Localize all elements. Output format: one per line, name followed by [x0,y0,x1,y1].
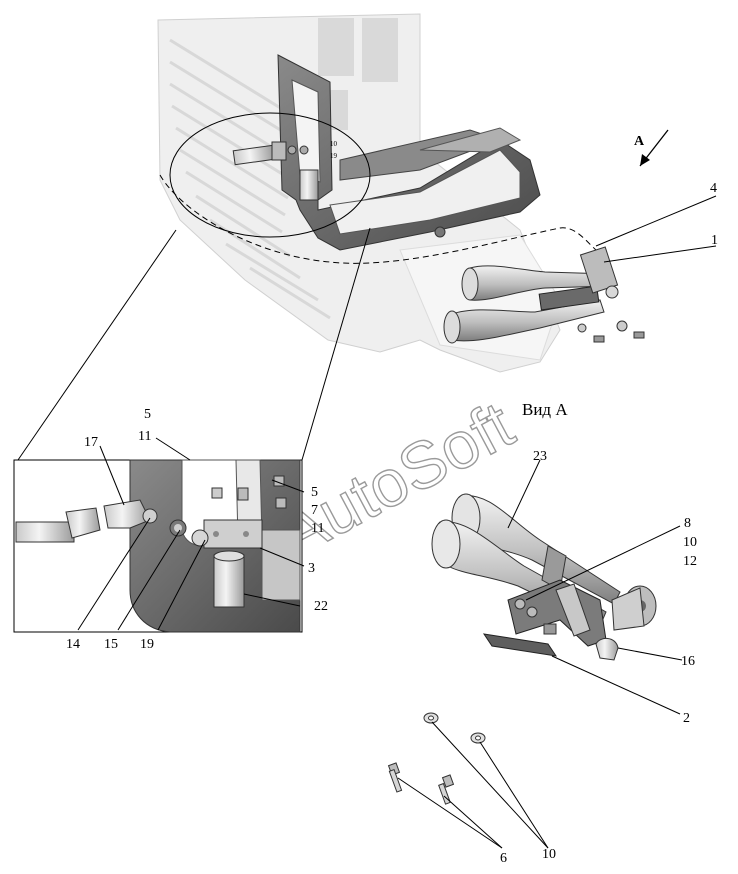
callout-8: 8 [684,516,691,531]
detail-inset: 17 5 11 5 7 11 3 22 14 15 19 [13,227,371,652]
hardware-leaders [397,721,549,849]
hose-route-dashed [159,174,597,264]
leader-1 [603,245,717,263]
view-a-assembly: 23 8 10 12 16 2 [431,449,697,726]
callout-14: 14 [66,637,80,652]
callout-10-bottom: 10 [542,847,556,862]
elbow-fitting [103,499,151,529]
callout-6: 6 [500,851,507,866]
inset-leader-bottom [301,227,371,461]
callout-4: 4 [710,181,717,196]
callout-5-inset: 5 [311,485,318,500]
callout-7: 7 [311,503,318,518]
tiny-label-b: 19 [330,152,338,160]
mounting-bracket [277,54,541,251]
hose-pipe [15,521,75,543]
callout-16: 16 [681,654,695,669]
view-arrow: A [634,129,669,167]
view-arrow-label: A [634,134,645,149]
inset-leader-top [17,229,177,461]
callout-10-view: 10 [683,535,697,550]
leader-4 [595,195,717,247]
loose-hardware: 6 10 [387,712,556,866]
detail-circle [169,112,371,238]
valve-cylinder [213,554,245,608]
tiny-label-a: 10 [330,140,338,148]
cab-overview: 10 19 A 4 1 [157,13,718,373]
hose-nut [65,507,101,539]
view-title: Вид А [522,400,568,419]
callout-12: 12 [683,554,697,569]
installed-horns [443,246,645,344]
callout-1: 1 [711,233,718,248]
bolt-1 [387,762,403,793]
callout-17: 17 [84,435,98,450]
callout-11-inset: 11 [311,521,324,536]
callout-22: 22 [314,599,328,614]
callout-5-top: 5 [144,407,151,422]
callout-3: 3 [308,561,315,576]
rubber-pad [482,633,558,657]
callout-23: 23 [533,449,547,464]
callout-15: 15 [104,637,118,652]
bolt-2 [438,774,455,805]
inset-leaders [77,437,305,631]
view-a-leaders [507,459,683,715]
callout-19: 19 [140,637,154,652]
callout-2: 2 [683,711,690,726]
callout-11-top: 11 [138,429,151,444]
valve-mount-small: 10 19 [232,140,338,201]
